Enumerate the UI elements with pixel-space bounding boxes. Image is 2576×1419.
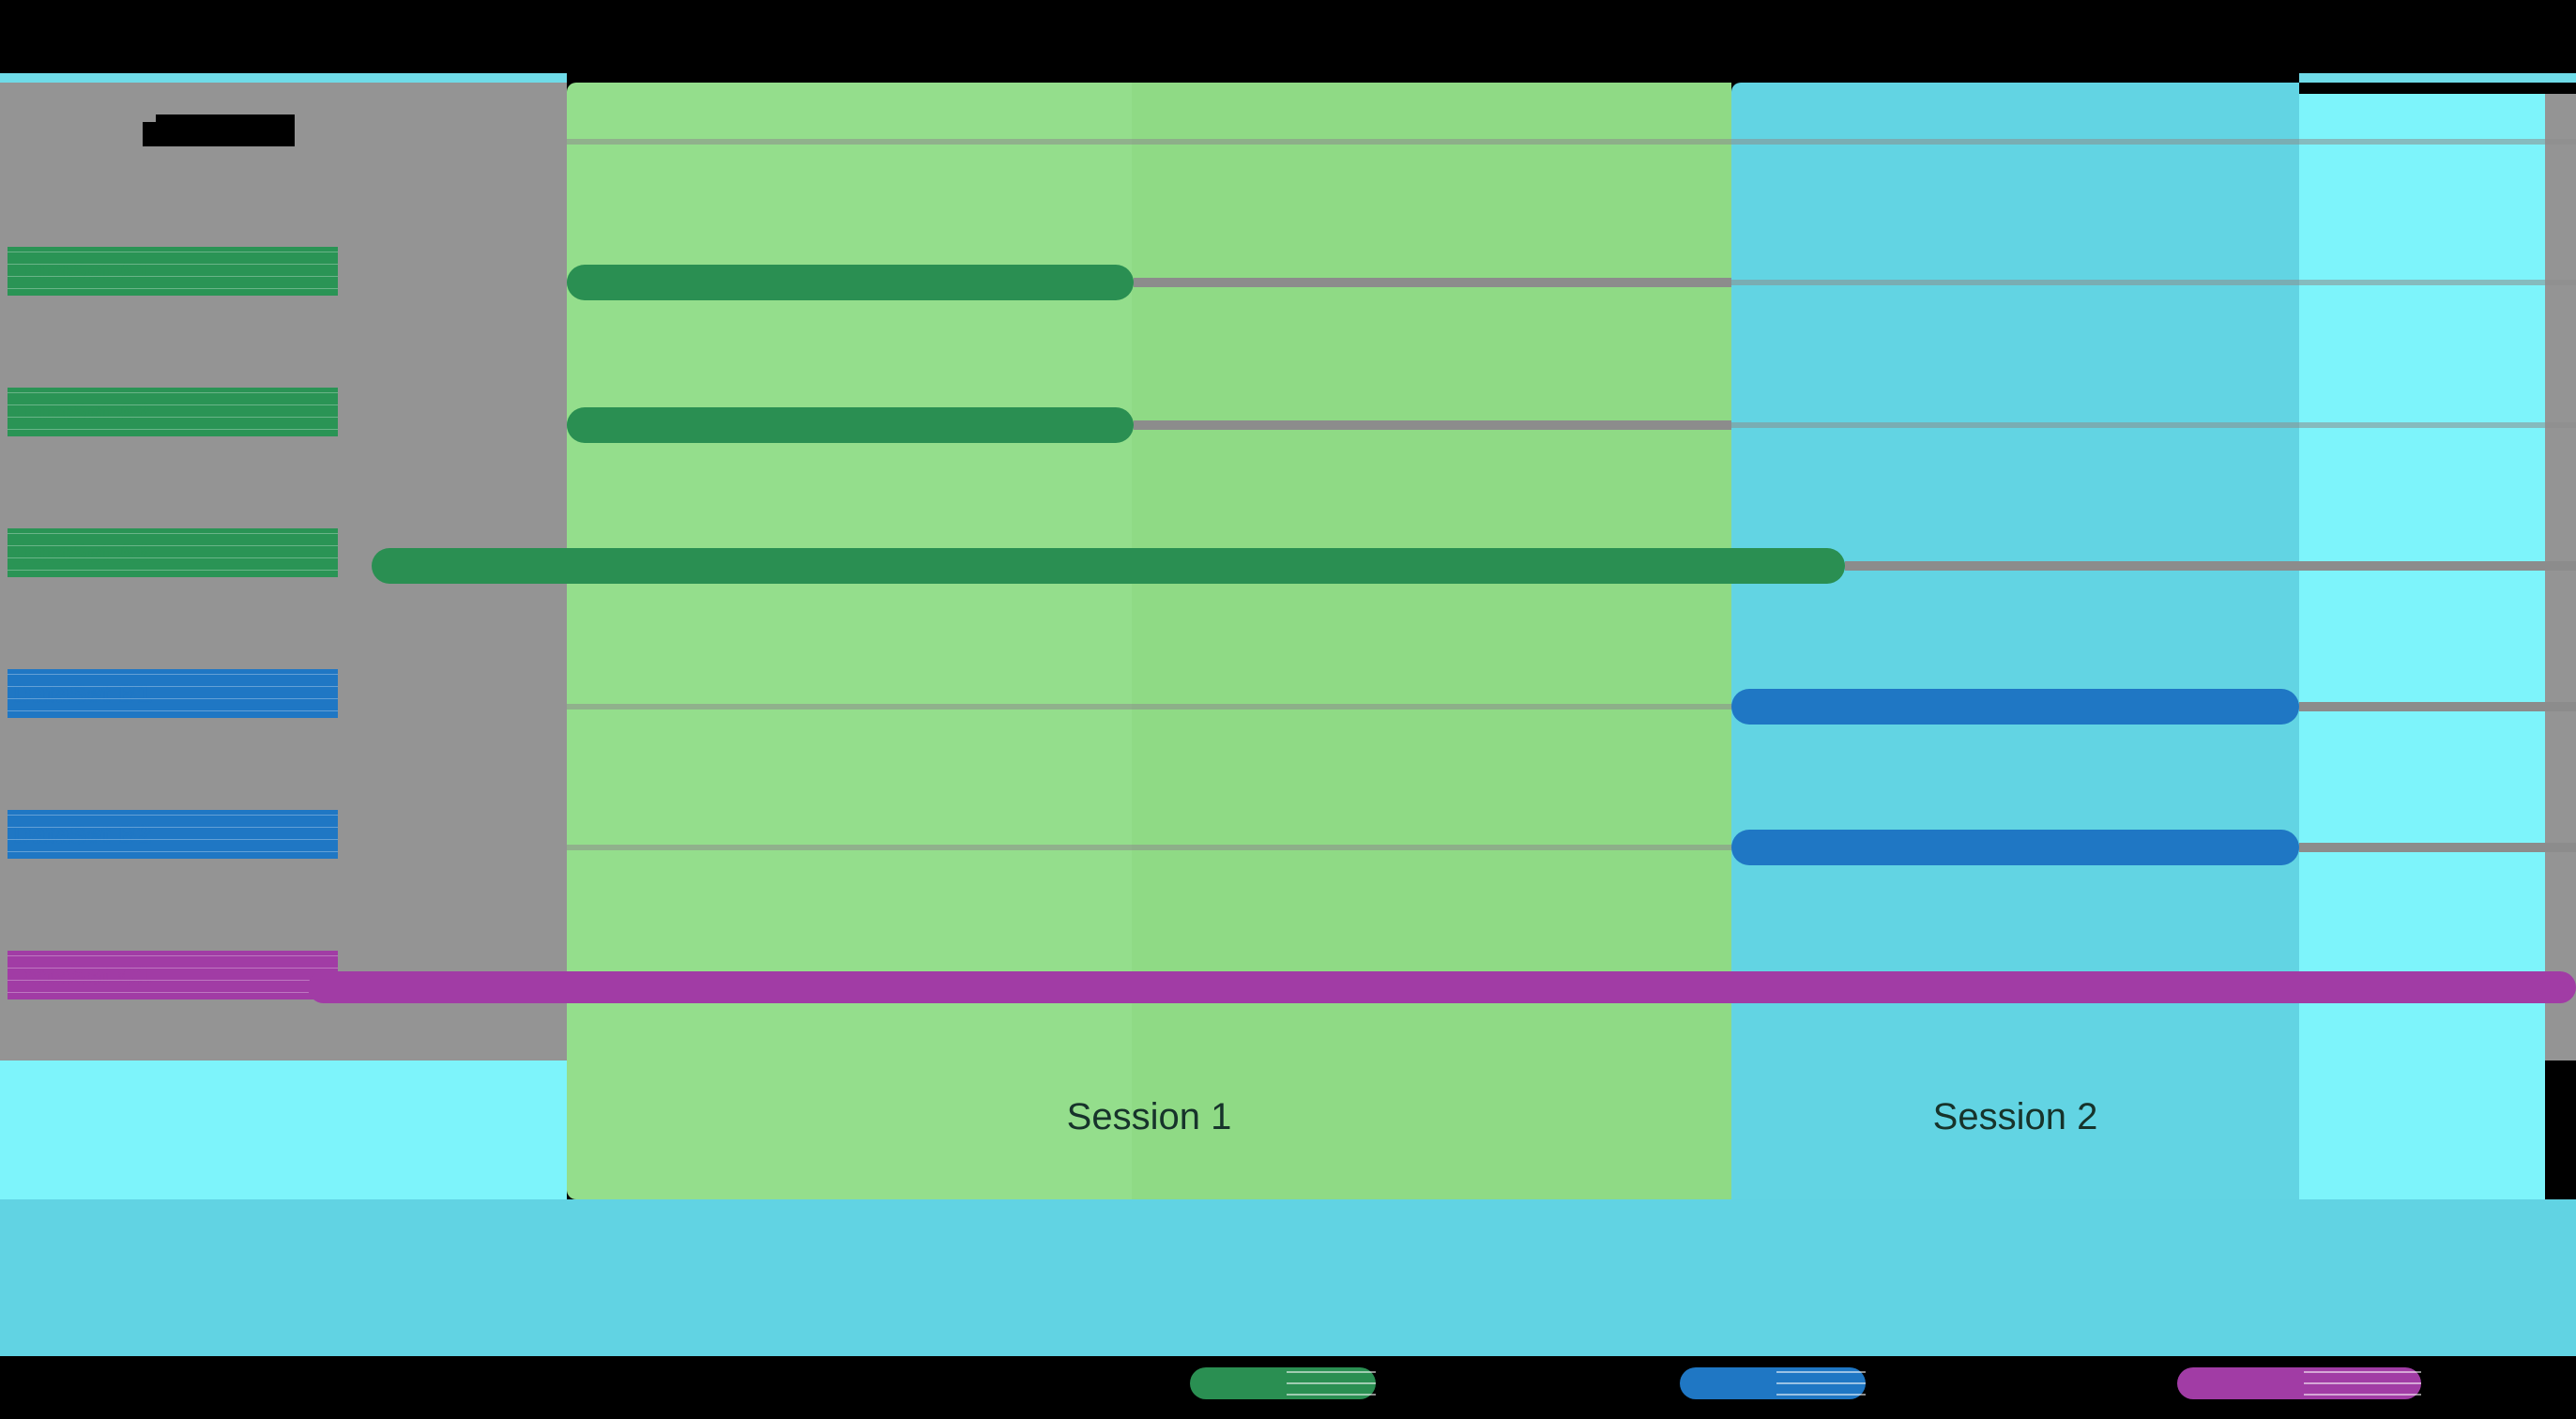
session-band-tail [2299,94,2545,1199]
right-gray-gutter [2545,94,2576,1060]
timeline-bar[interactable] [567,265,1134,300]
bar-trail-line [2299,702,2576,711]
category-label-chip[interactable]: DataSet C1 [8,951,338,999]
session-band-2 [1731,83,2299,1199]
bottom-cyan-block [0,1199,2576,1356]
category-label-text: DataSet B2 [13,819,152,848]
session-label-1: Session 1 [1066,1095,1232,1137]
header-title-redaction-2 [143,122,169,146]
header-title-redaction [156,114,295,146]
gridline [567,139,2576,145]
timeline-bar[interactable] [372,548,1845,584]
timeline-bar[interactable] [1731,830,2299,865]
session-band-1b [1132,83,1731,1199]
category-label-text: DataSet A3 [13,538,151,567]
timeline-bar[interactable] [567,407,1134,443]
category-label-chip[interactable]: DataSet A1 [8,247,338,296]
session-label-2: Session 2 [1932,1095,2098,1137]
bar-trail-line [1134,420,1731,430]
rail-cyan-left [0,73,567,83]
bar-trail-line [1134,278,1731,287]
footer-cyan-left [0,1060,567,1199]
category-label-text: DataSet A2 [13,397,151,426]
category-label-chip[interactable]: DataSet A3 [8,528,338,577]
session-band-1 [567,83,1132,1199]
timeline-bar[interactable] [1731,689,2299,725]
category-label-chip[interactable]: DataSet B2 [8,810,338,859]
bar-trail-line [2299,843,2576,852]
category-label-text: DataSet C1 [13,960,152,989]
category-label-chip[interactable]: DataSet B1 [8,669,338,718]
gridline [567,845,2576,850]
category-label-chip[interactable]: DataSet A2 [8,388,338,436]
gridline [567,704,2576,710]
timeline-bar[interactable] [308,971,2576,1003]
legend-swatch[interactable] [1680,1367,1866,1399]
top-black-strip [0,0,2576,83]
rail-cyan-right [2299,73,2576,83]
category-label-text: DataSet A1 [13,256,151,285]
legend-swatch[interactable] [2177,1367,2421,1399]
bar-trail-line [1845,561,2576,571]
legend-swatch[interactable] [1190,1367,1376,1399]
category-label-text: DataSet B1 [13,679,152,708]
